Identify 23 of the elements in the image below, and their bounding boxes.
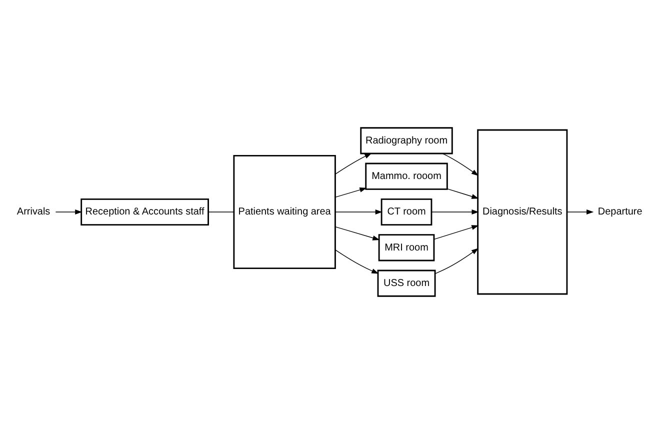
node-box: Mammo. rooom [365, 162, 448, 190]
arrow [566, 209, 594, 214]
arrow [431, 209, 479, 214]
node-box: MRI room [378, 234, 435, 261]
node-text: Arrivals [16, 206, 50, 218]
arrow [446, 188, 479, 198]
arrow [434, 224, 479, 240]
node-box: Radiography room [360, 126, 453, 154]
node-box: Patients waiting area [233, 154, 336, 269]
arrow [335, 187, 367, 198]
arrow [442, 152, 479, 176]
arrow [434, 248, 479, 274]
arrow [334, 248, 379, 274]
connector [208, 211, 234, 212]
node-box: CT room [380, 198, 432, 226]
node-box: Reception & Accounts staff [80, 198, 209, 226]
arrow [335, 209, 382, 214]
arrow [334, 152, 372, 174]
node-text: Departure [598, 206, 642, 218]
node-box: Diagnosis/Results [477, 128, 568, 294]
node-box: USS room [377, 269, 436, 296]
arrow [55, 209, 82, 214]
arrow [335, 226, 380, 240]
